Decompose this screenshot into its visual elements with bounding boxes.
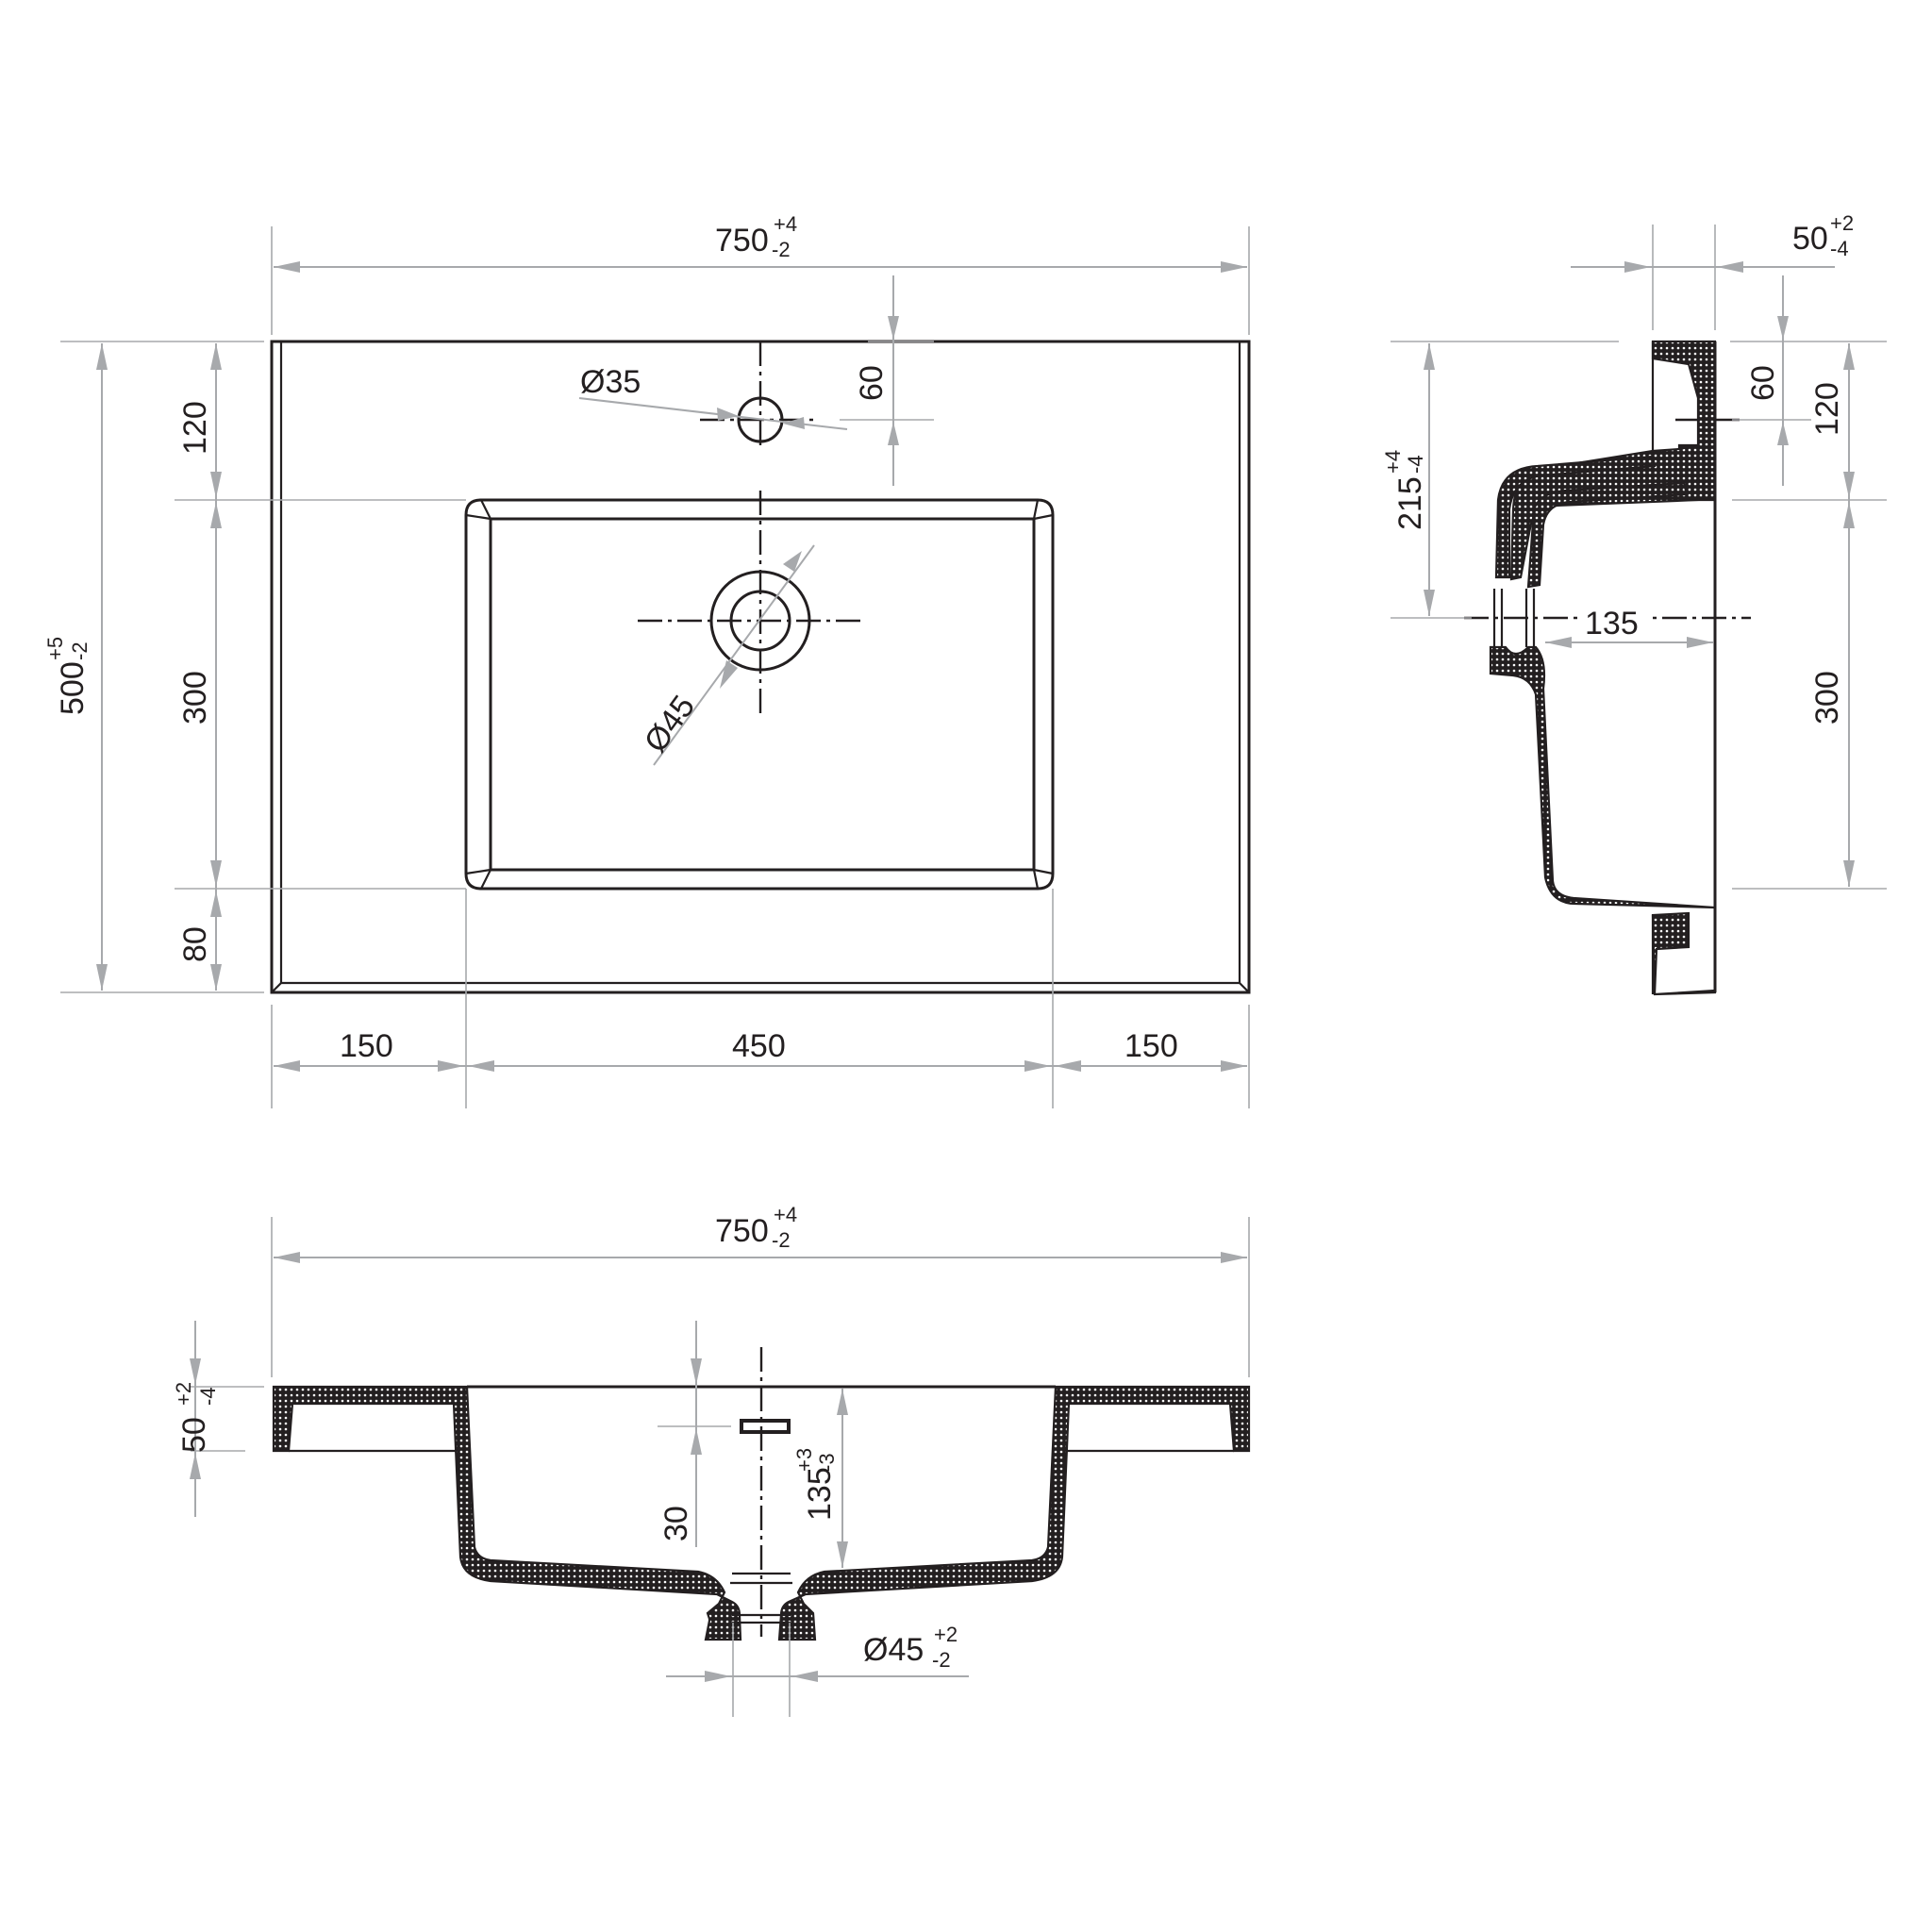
svg-text:+2: +2: [172, 1382, 195, 1406]
svg-text:-3: -3: [815, 1453, 839, 1472]
top-view: Ø45 Ø35 60 750 +4 -2 500 +5 -2: [43, 212, 1251, 1108]
overflow-offset-label: 30: [658, 1506, 694, 1541]
svg-text:-2: -2: [772, 238, 791, 261]
front-rim-label: 50: [176, 1417, 212, 1453]
depth-rear-label: 120: [177, 401, 213, 455]
svg-text:+2: +2: [934, 1623, 958, 1646]
side-rim-label: 50: [1792, 221, 1828, 257]
overflow-height-label: 215: [1392, 476, 1428, 530]
width-left-label: 150: [340, 1028, 393, 1064]
svg-text:+5: +5: [43, 637, 67, 660]
svg-text:-2: -2: [68, 641, 92, 660]
svg-text:+2: +2: [1830, 211, 1854, 235]
drain-distance-label: 135: [1585, 606, 1639, 641]
side-tap-offset-label: 60: [1745, 365, 1781, 401]
side-rear-depth-label: 120: [1809, 382, 1845, 436]
front-width-label: 750: [715, 1213, 769, 1249]
tap-offset-label: 60: [854, 365, 890, 401]
drain-diameter-label: Ø45: [638, 689, 703, 758]
svg-text:+4: +4: [1381, 450, 1405, 474]
svg-text:+4: +4: [774, 212, 797, 236]
depth-bowl-label: 300: [177, 671, 213, 724]
depth-front-label: 80: [177, 926, 213, 962]
svg-text:-2: -2: [772, 1228, 791, 1252]
svg-text:+3: +3: [792, 1448, 816, 1472]
width-label: 750: [715, 223, 769, 258]
width-right-label: 150: [1124, 1028, 1178, 1064]
depth-label: 500: [55, 661, 91, 715]
svg-text:+4: +4: [774, 1203, 797, 1226]
front-section-view: 750 +4 -2 50 +2 -4 30 135 +3 -3 Ø45 +2 -…: [172, 1203, 1251, 1717]
svg-text:-4: -4: [1830, 237, 1849, 260]
svg-text:-4: -4: [196, 1387, 220, 1406]
svg-text:-4: -4: [1404, 455, 1427, 474]
tap-hole-diameter-label: Ø35: [580, 364, 641, 400]
front-drain-diameter-label: Ø45: [863, 1632, 924, 1668]
width-bowl-label: 450: [732, 1028, 786, 1064]
front-bowl-depth-label: 135: [802, 1467, 838, 1521]
svg-text:-2: -2: [932, 1648, 951, 1672]
side-section-view: 50 +2 -4 60 120 300 215 +4 -4 135: [1381, 211, 1887, 996]
side-bowl-depth-label: 300: [1809, 671, 1845, 724]
